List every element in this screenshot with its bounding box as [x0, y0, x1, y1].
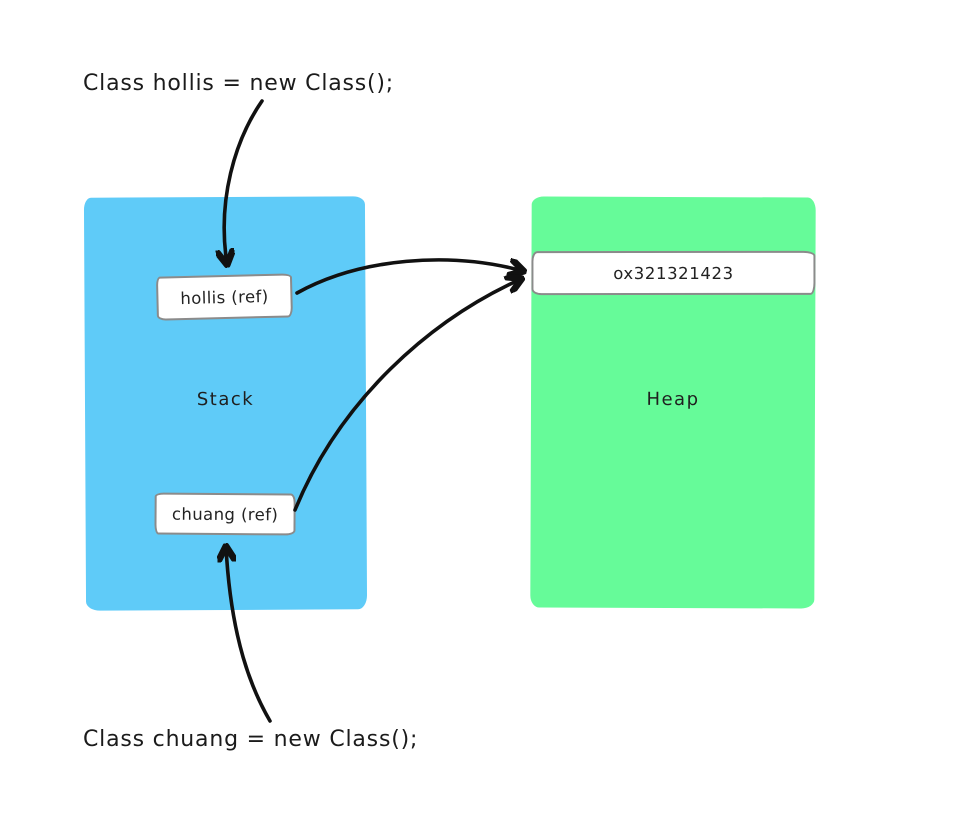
hollis-ref-box: hollis (ref) [155, 273, 293, 321]
heap-address-box: ox321321423 [531, 250, 816, 296]
stack-region: Stack hollis (ref) chuang (ref) [83, 196, 368, 611]
stack-label: Stack [196, 388, 255, 411]
heap-region: Heap ox321321423 [530, 196, 816, 609]
chuang-ref-box: chuang (ref) [154, 492, 296, 536]
code-statement-chuang: Class chuang = new Class(); [83, 727, 419, 752]
heap-label: Heap [646, 388, 700, 411]
code-statement-hollis: Class hollis = new Class(); [83, 71, 395, 96]
